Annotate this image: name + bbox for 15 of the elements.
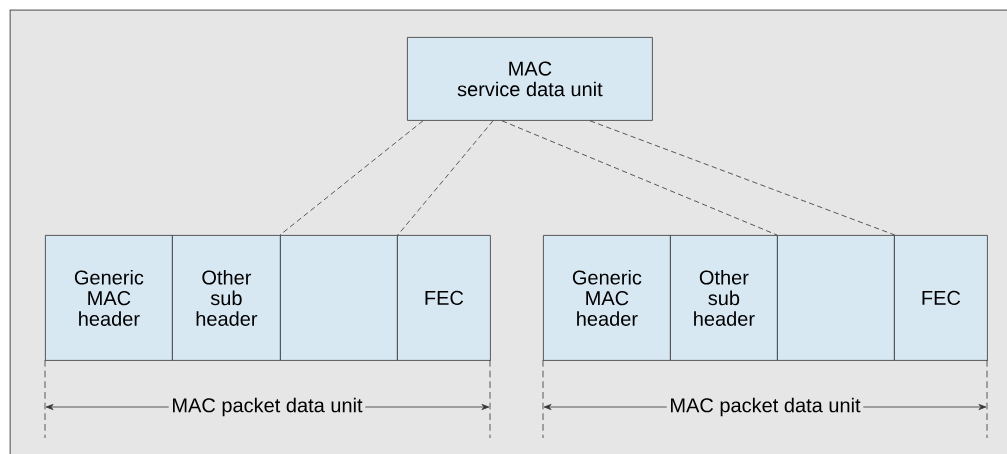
dashed-connector bbox=[501, 120, 778, 236]
dashed-connector bbox=[397, 120, 494, 236]
dashed-connector bbox=[589, 120, 896, 236]
dimension-label: MAC packet data unit bbox=[666, 395, 864, 419]
subheader-cell: Other sub header bbox=[172, 235, 281, 361]
subheader-cell: Other sub header bbox=[670, 235, 778, 361]
payload-cell bbox=[280, 235, 398, 361]
dimension-label: MAC packet data unit bbox=[168, 395, 366, 419]
payload-cell bbox=[777, 235, 895, 361]
dashed-connector bbox=[279, 120, 424, 236]
fec-cell: FEC bbox=[894, 235, 988, 361]
header-cell: Generic MAC header bbox=[543, 235, 671, 361]
service-unit-box: MAC service data unit bbox=[407, 37, 653, 121]
fec-cell: FEC bbox=[397, 235, 491, 361]
header-cell: Generic MAC header bbox=[45, 235, 173, 361]
